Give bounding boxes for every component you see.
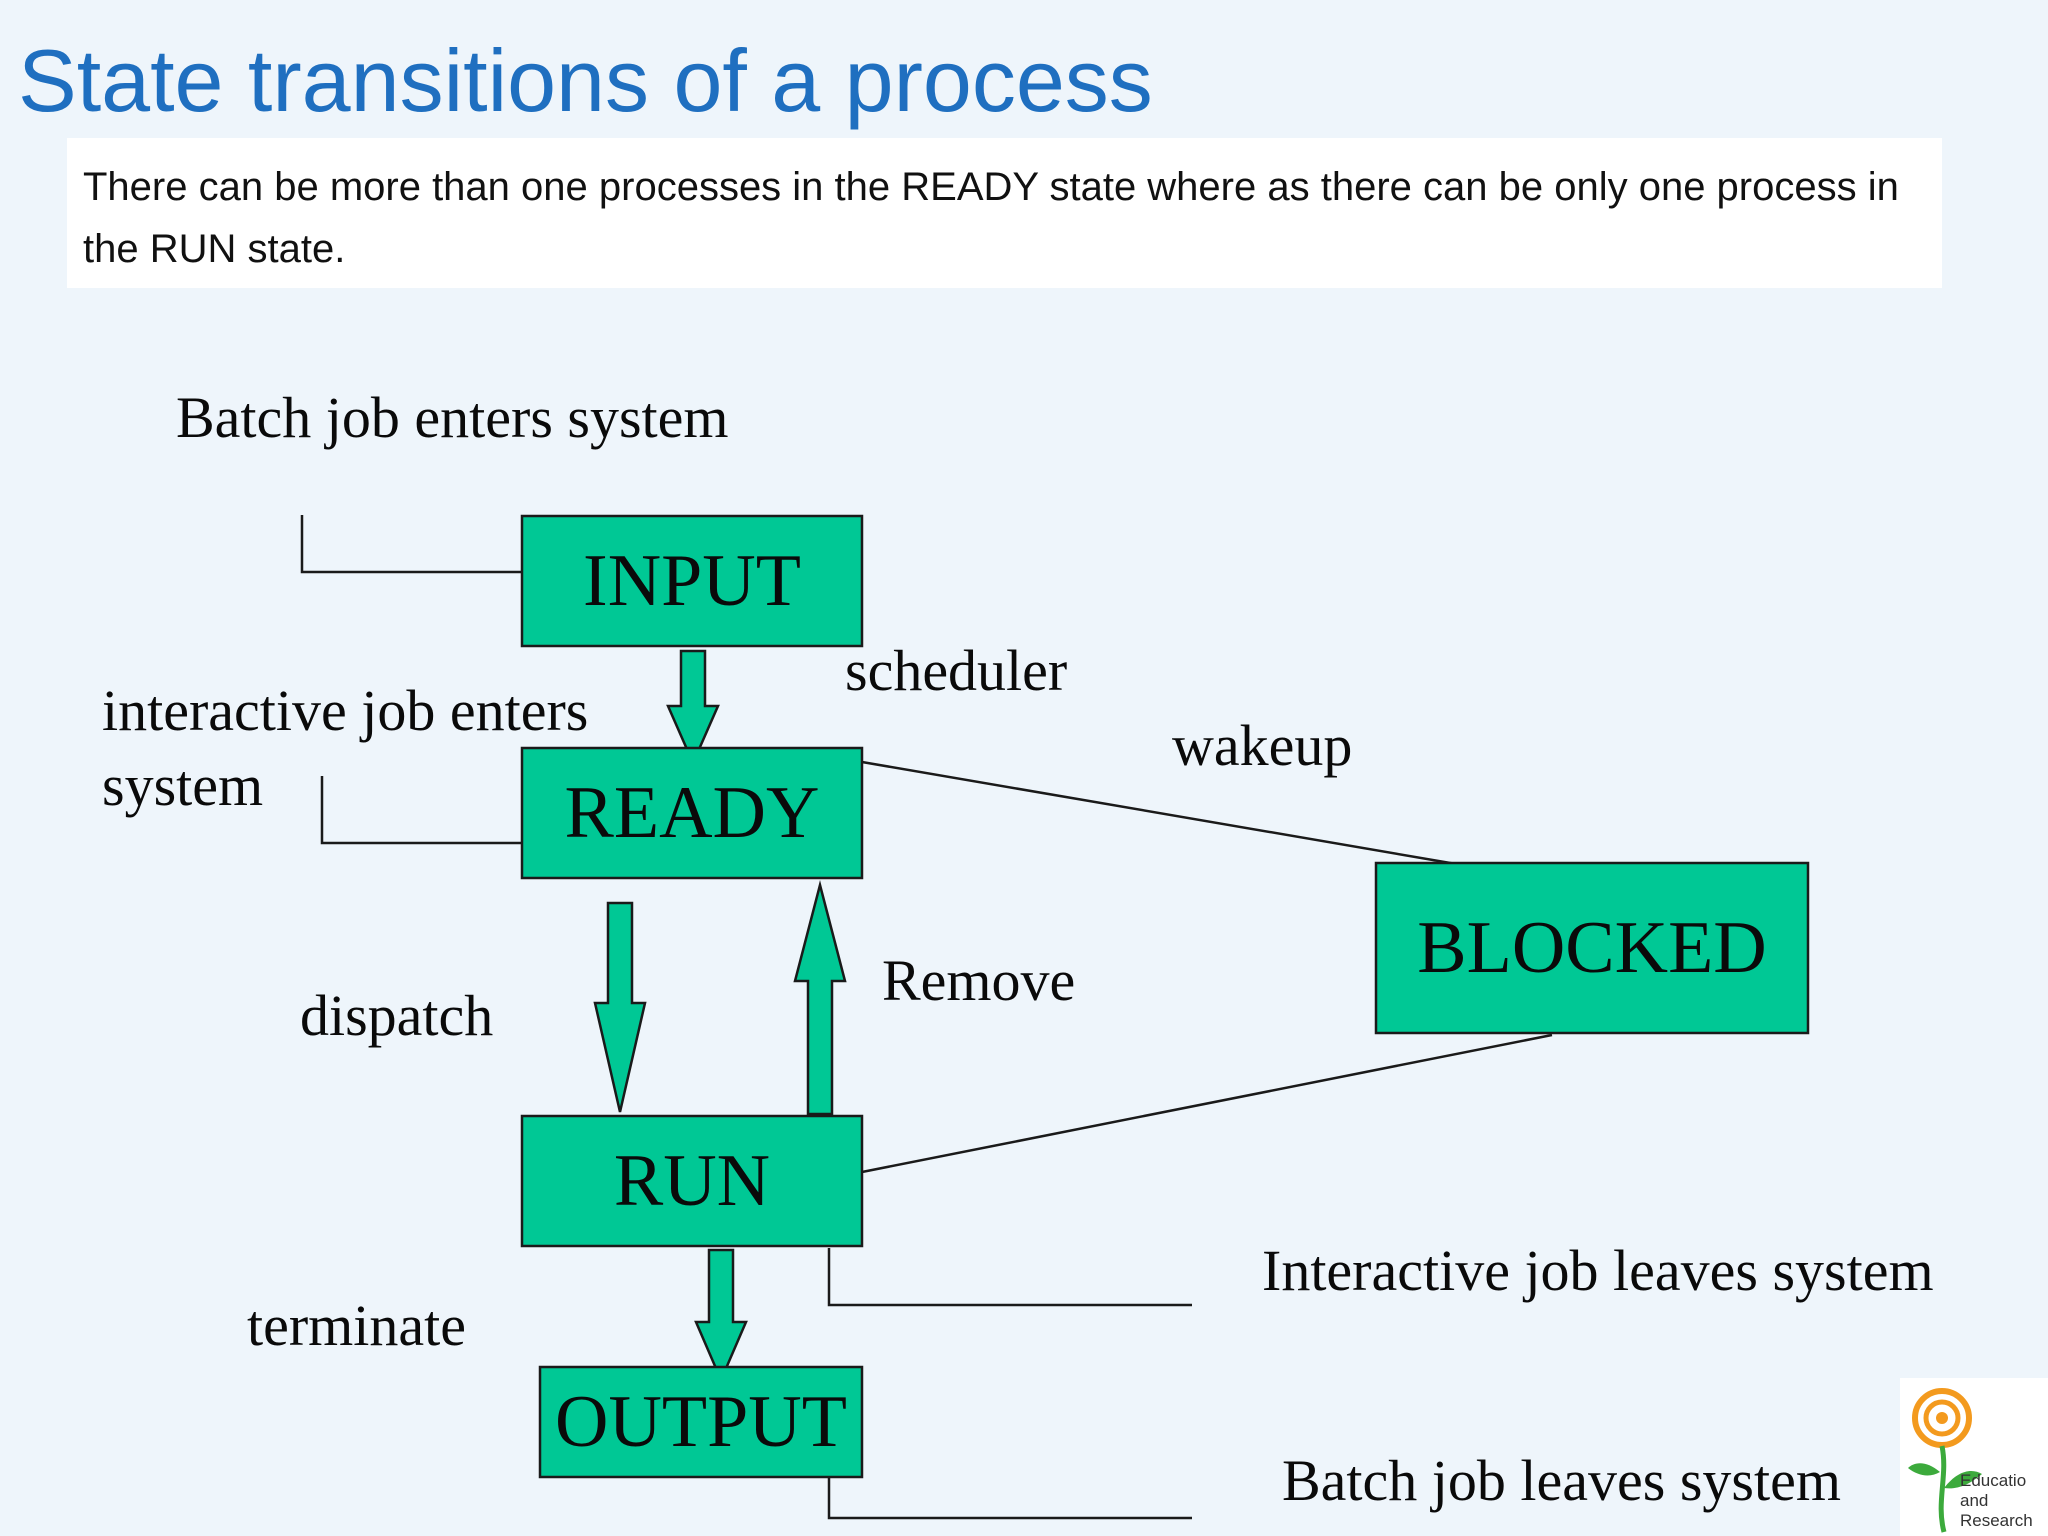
interactive-enter-line [320, 776, 522, 845]
state-input-label: INPUT [583, 540, 801, 622]
run-blocked-line [861, 1033, 1553, 1174]
page-title: State transitions of a process [18, 31, 1153, 130]
state-output-label: OUTPUT [555, 1381, 847, 1463]
state-output: OUTPUT [538, 1365, 864, 1479]
label-wakeup: wakeup [1172, 713, 1352, 778]
dispatch-arrow [593, 901, 647, 1113]
state-ready-label: READY [565, 772, 820, 854]
label-interactive-enters-line1: interactive job enters [102, 678, 588, 743]
label-terminate: terminate [247, 1293, 466, 1358]
logo-text-line2: and [1960, 1491, 1988, 1510]
state-blocked-label: BLOCKED [1417, 907, 1766, 989]
remove-arrow [793, 880, 847, 1116]
logo-text-line1: Educatio [1960, 1471, 2026, 1490]
interactive-leave-line [827, 1248, 1192, 1307]
batch-leave-line [827, 1478, 1192, 1520]
batch-enter-line [300, 515, 522, 574]
label-batch-enters: Batch job enters system [176, 385, 729, 450]
label-remove: Remove [882, 948, 1075, 1013]
label-interactive-leaves: Interactive job leaves system [1262, 1238, 1934, 1303]
flower-icon [1908, 1388, 1982, 1533]
description-note: There can be more than one processes in … [67, 138, 1942, 288]
state-run: RUN [520, 1114, 864, 1248]
state-ready: READY [520, 746, 864, 880]
label-scheduler: scheduler [845, 638, 1067, 703]
logo-text-line3: Research [1960, 1511, 2033, 1530]
state-blocked: BLOCKED [1374, 861, 1810, 1035]
logo: Educatio and Research [1900, 1378, 2048, 1536]
state-input: INPUT [520, 514, 864, 648]
label-dispatch: dispatch [300, 983, 493, 1048]
label-interactive-enters-line2: system [102, 753, 263, 818]
state-run-label: RUN [614, 1140, 770, 1222]
label-batch-leaves: Batch job leaves system [1282, 1448, 1841, 1513]
ready-blocked-line [861, 760, 1463, 867]
scheduler-arrow [666, 649, 720, 767]
terminate-arrow [694, 1248, 748, 1384]
